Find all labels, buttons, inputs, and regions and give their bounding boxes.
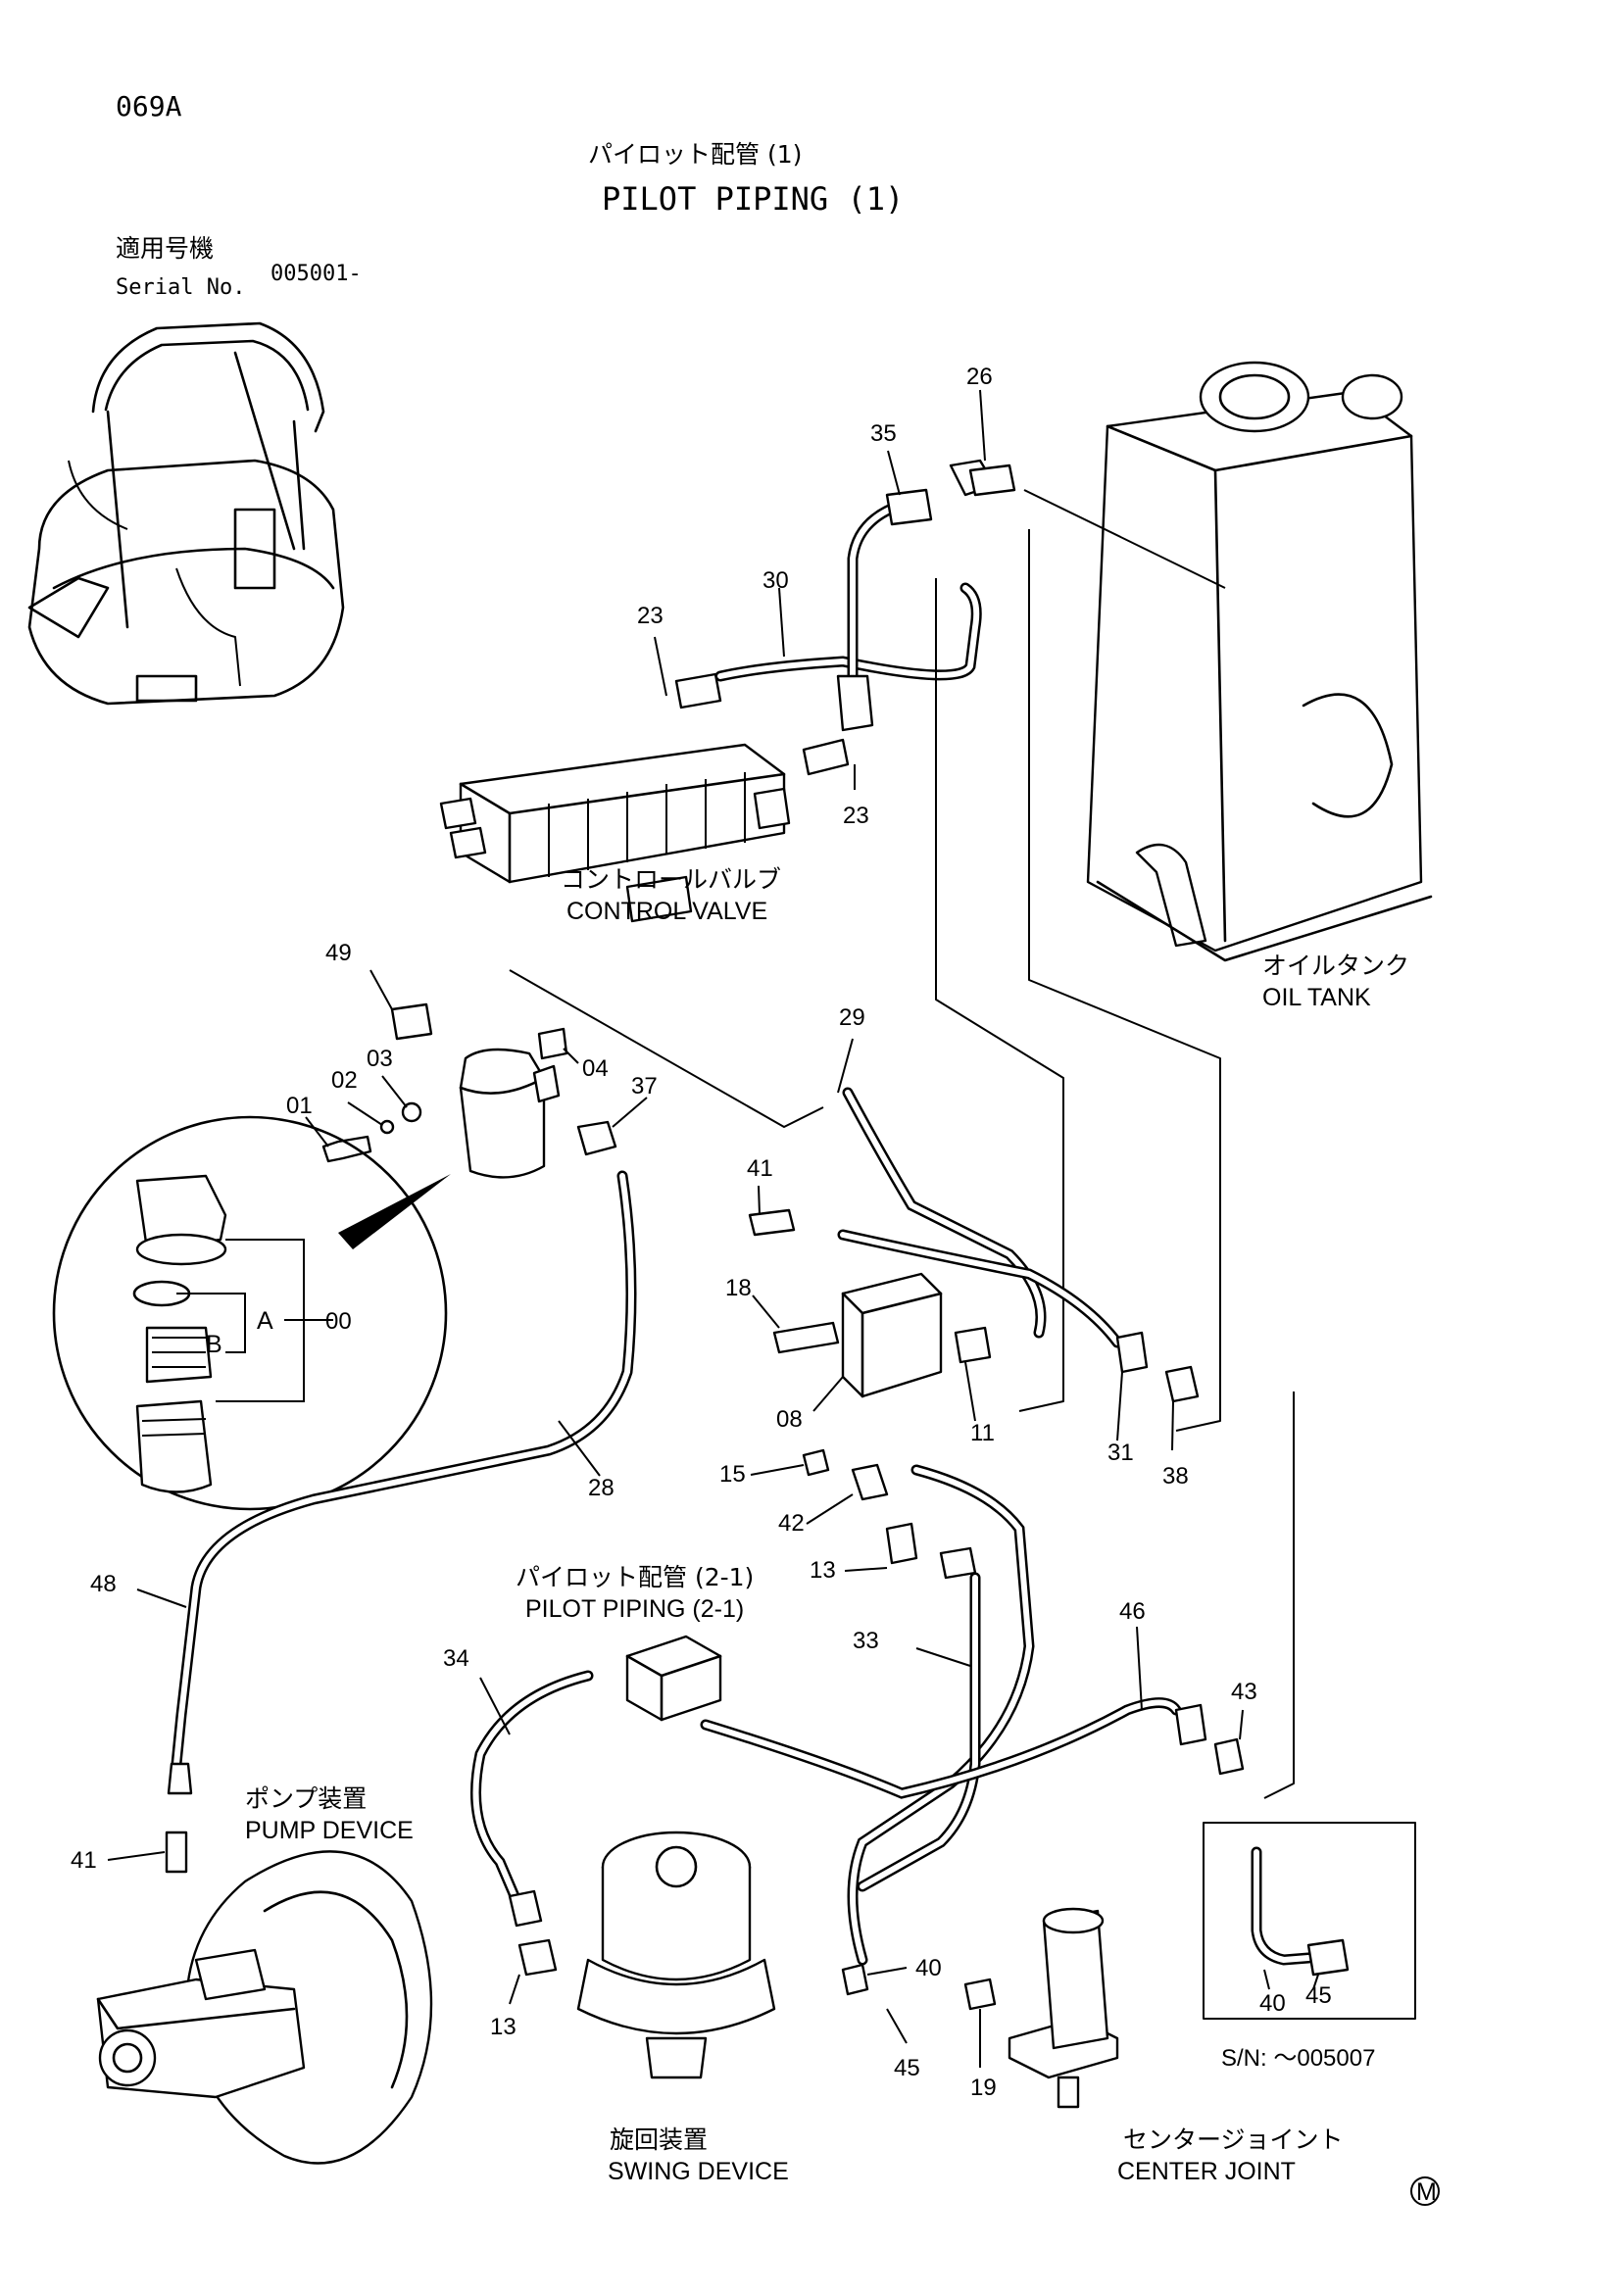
detail-label-a: A: [257, 1307, 273, 1335]
serial-label-jp: 適用号機: [116, 234, 214, 263]
swing-label-jp: 旋回装置: [610, 2125, 708, 2154]
callout-48: 48: [90, 1571, 117, 1597]
page-code: 069A: [116, 90, 182, 122]
main-hoses: [165, 1087, 1047, 1874]
callout-31: 31: [1107, 1440, 1134, 1466]
corner-mark-circle: [1410, 2176, 1440, 2206]
pilot-filter: [321, 1002, 617, 1179]
pilot-block-2-1: [625, 1635, 722, 1722]
pilot-ref-label-en: PILOT PIPING (2-1): [525, 1595, 744, 1623]
center-joint: [1008, 1907, 1119, 2109]
callout-37: 37: [631, 1073, 658, 1099]
callout-18: 18: [725, 1275, 752, 1301]
center-joint-label-jp: センタージョイント: [1123, 2125, 1344, 2154]
swing-label-en: SWING DEVICE: [608, 2158, 789, 2185]
oil-tank: [1086, 361, 1433, 962]
filter-detail-circle: [52, 1115, 451, 1511]
callout-41-b: 41: [71, 1847, 97, 1874]
callout-04: 04: [582, 1055, 609, 1082]
callout-33: 33: [853, 1628, 879, 1654]
callout-45: 45: [894, 2055, 920, 2081]
oil-tank-label-jp: オイルタンク: [1262, 952, 1409, 980]
serial-inset-box: [1203, 1822, 1416, 2020]
callout-30: 30: [762, 567, 789, 594]
callout-42: 42: [778, 1510, 805, 1537]
detail-assembly-number: 00: [325, 1308, 352, 1335]
callout-49: 49: [325, 940, 352, 966]
lower-hoses: [470, 1229, 1245, 2011]
control-valve-label-jp: コントロールバルブ: [561, 865, 781, 894]
callout-29: 29: [839, 1004, 865, 1031]
callout-23-b: 23: [843, 803, 869, 829]
callout-02: 02: [331, 1067, 358, 1094]
swing-device: [576, 1831, 776, 2079]
callout-38: 38: [1162, 1463, 1189, 1490]
serial-value: 005001-: [270, 262, 362, 286]
callout-15: 15: [719, 1461, 746, 1488]
callout-35: 35: [870, 420, 897, 447]
upper-hoses: [674, 459, 1016, 776]
detail-label-b: B: [206, 1331, 222, 1358]
pilot-valve-block: [748, 1208, 992, 1501]
inset-part-45: 45: [1305, 1982, 1332, 2009]
title-english: PILOT PIPING (1): [602, 180, 904, 218]
pump-label-en: PUMP DEVICE: [245, 1817, 414, 1844]
callout-01: 01: [286, 1093, 313, 1119]
callout-19: 19: [970, 2075, 997, 2101]
pump-label-jp: ポンプ装置: [245, 1784, 367, 1813]
callout-46: 46: [1119, 1598, 1146, 1625]
serial-label-en: Serial No.: [116, 275, 245, 300]
callout-13-b: 13: [490, 2014, 516, 2040]
callout-13-a: 13: [810, 1557, 836, 1584]
oil-tank-label-en: OIL TANK: [1262, 984, 1371, 1011]
callout-leaders: [107, 389, 1244, 2068]
pilot-ref-label-jp: パイロット配管 (2-1): [516, 1563, 754, 1591]
inset-part-40: 40: [1259, 1990, 1286, 2017]
inset-sn-text: S/N: ～005007: [1221, 2045, 1375, 2072]
excavator-sketch: [27, 321, 345, 706]
callout-11: 11: [970, 1420, 995, 1446]
callout-08: 08: [776, 1406, 803, 1433]
callout-43: 43: [1231, 1679, 1257, 1705]
callout-26: 26: [966, 364, 993, 390]
callout-03: 03: [367, 1046, 393, 1072]
title-japanese: パイロット配管 (1): [588, 140, 802, 169]
corner-mark: M: [1416, 2178, 1437, 2206]
callout-28: 28: [588, 1475, 615, 1501]
center-joint-label-en: CENTER JOINT: [1117, 2158, 1296, 2185]
callout-40: 40: [915, 1955, 942, 1981]
callout-34: 34: [443, 1645, 469, 1672]
callout-23-a: 23: [637, 603, 664, 629]
callout-41-a: 41: [747, 1155, 773, 1182]
pump-device: [96, 1850, 433, 2165]
control-valve: [439, 743, 791, 923]
routing-lines: [509, 489, 1295, 1799]
control-valve-label-en: CONTROL VALVE: [566, 898, 767, 925]
